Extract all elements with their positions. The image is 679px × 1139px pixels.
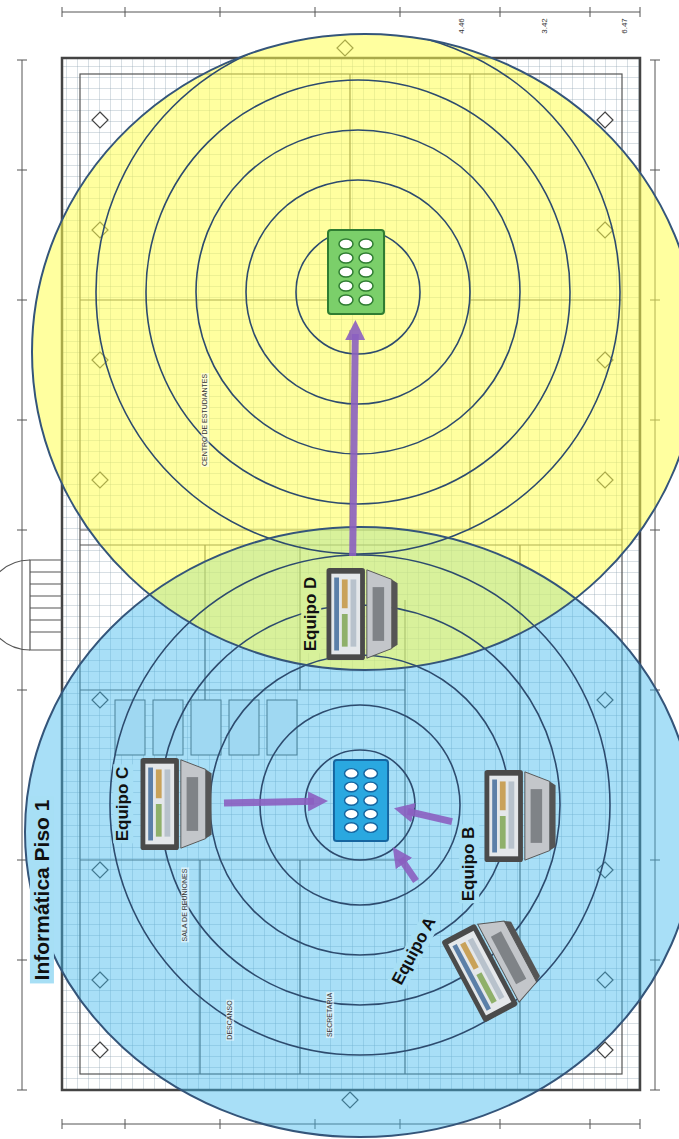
computer-node: Equipo A [385,885,555,1035]
coverage-area [25,527,679,1137]
coverage-area [32,34,679,670]
computer-node: Equipo D [298,560,406,668]
signal-rings [96,30,620,554]
computer-node: Equipo B [456,764,564,906]
signal-arrow [353,334,356,556]
room-label: DESCANSO [226,999,234,1040]
device-label: Equipo C [113,765,133,844]
stairs [0,560,62,650]
room-label: SECRETARIA [326,992,334,1038]
access-point [332,758,390,843]
device-label: Equipo B [459,825,479,904]
device-label: Equipo A [387,912,441,990]
device-label: Equipo D [301,575,321,654]
access-point-icon [326,228,386,316]
room-label: SALA DE REUNIONES [181,868,189,943]
laptop-icon [324,566,402,662]
signal-rings [110,555,610,1055]
dimension-label: 4.46 [458,17,467,35]
signal-arrow [401,859,416,881]
dimension-label: 3.42 [541,17,550,35]
access-point-icon [332,758,390,843]
signal-arrow [408,811,452,821]
coverage-outline [32,34,679,670]
laptop-icon [438,904,552,1025]
diagram-title: Informática Piso 1 [30,797,54,984]
laptop-icon [482,768,560,864]
access-point [326,228,386,316]
computer-node: Equipo C [110,752,220,856]
dimension-label: 6.47 [621,17,630,35]
laptop-icon [138,756,216,852]
coverage-outline [25,527,679,1137]
signal-arrow [224,801,314,803]
room-label: CENTRO DE ESTUDIANTES [201,373,209,467]
